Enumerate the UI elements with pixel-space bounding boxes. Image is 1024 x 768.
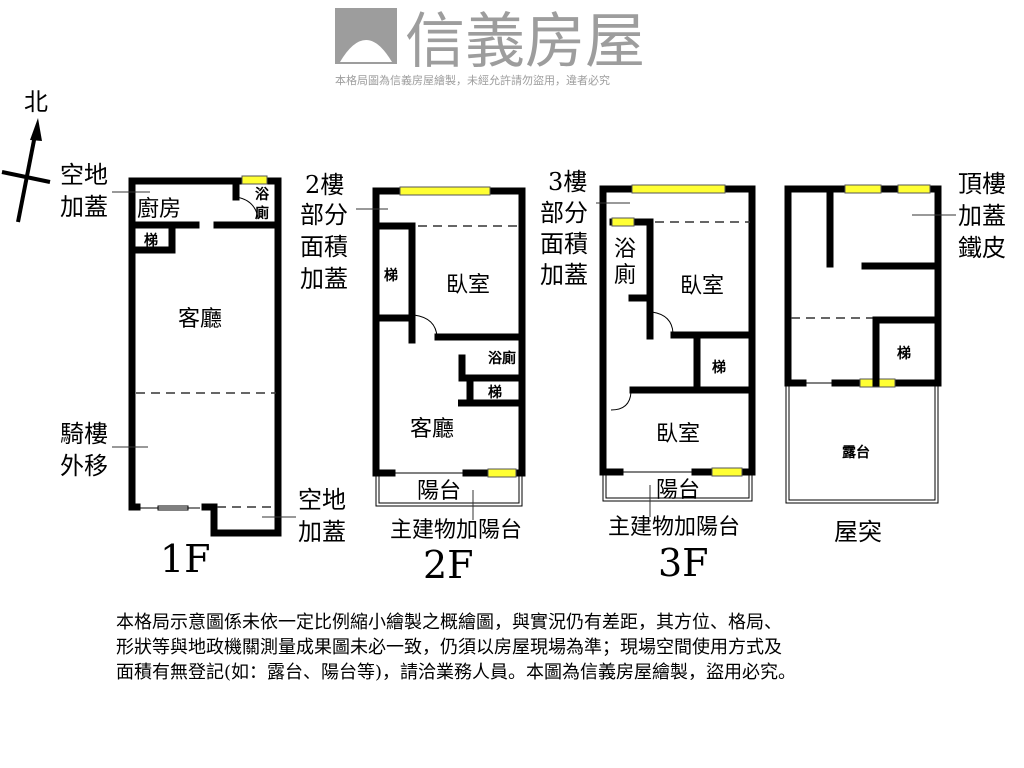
watermark: 信義房屋 本格局圖為信義房屋繪製，未經允許請勿盜用，違者必究 [335,7,645,87]
label-roof-note: 頂樓 [958,170,1006,198]
room-bedroom: 臥室 [656,422,700,447]
label-yard-bottom: 空地 [298,486,346,514]
room-living: 客廳 [178,307,222,332]
window [897,184,931,194]
north-arrow-icon [1,118,51,223]
label-arcade: 外移 [60,452,108,480]
label-2f-note: 部分 [300,201,348,229]
label-3f-note: 面積 [540,230,588,258]
label-3f-note: 部分 [540,199,588,227]
floor-title-roof: 屋突 [834,518,882,546]
label-2f-note: 2樓 [305,171,344,199]
room-bath: 浴 [614,237,636,262]
label-2f-note: 加蓋 [300,265,348,293]
window [631,184,726,194]
window [399,186,491,196]
room-bath: 浴廁 [488,350,516,367]
window [611,217,635,227]
window [487,468,517,478]
floor-2f [356,186,526,520]
room-stair: 梯 [897,345,911,362]
room-terrace: 露台 [842,444,870,461]
floor-title-2f: 2F [423,543,474,587]
room-kitchen: 廚房 [137,197,181,222]
label-balcony-note: 主建物加陽台 [390,518,522,543]
room-balcony: 陽台 [417,479,461,504]
watermark-brand: 信義房屋 [405,7,645,77]
watermark-notice: 本格局圖為信義房屋繪製，未經允許請勿盜用，違者必究 [335,73,610,87]
disclaimer-line: 形狀等與地政機關測量成果圖未必一致，仍須以房屋現場為準；現場空間使用方式及 [116,637,782,658]
floor-3f [596,184,756,517]
floor-1f [112,175,296,537]
window [241,175,268,185]
floor-title-3f: 3F [658,541,709,585]
room-stair: 梯 [384,267,398,284]
room-bath: 廁 [255,205,269,222]
room-bedroom: 臥室 [446,273,490,298]
label-arcade: 騎樓 [60,420,108,448]
room-balcony: 陽台 [656,478,700,503]
room-living: 客廳 [410,417,454,442]
room-bath: 廁 [614,263,636,288]
room-bedroom: 臥室 [680,274,724,299]
label-yard-bottom: 加蓋 [298,518,346,546]
disclaimer-line: 面積有無登記(如：露台、陽台等)，請洽業務人員。本圖為信義房屋繪製，盜用必究。 [116,662,797,683]
label-balcony-note: 主建物加陽台 [608,515,740,540]
room-stair: 梯 [712,359,726,376]
window [711,467,743,477]
room-bath: 浴 [255,186,270,203]
disclaimer-line: 本格局示意圖係未依一定比例縮小繪製之概繪圖，與實況仍有差距，其方位、格局、 [116,612,782,633]
label-3f-note: 加蓋 [540,261,588,289]
room-stair: 梯 [488,384,502,401]
label-2f-note: 面積 [300,233,348,261]
label-roof-note: 加蓋 [958,202,1006,230]
floor-title-1f: 1F [160,537,211,581]
room-stair: 梯 [144,232,158,249]
north-label: 北 [24,88,48,116]
label-3f-note: 3樓 [548,168,587,196]
label-roof-note: 鐵皮 [958,234,1006,262]
window [844,184,882,194]
label-yard-top: 加蓋 [60,193,108,221]
label-yard-top: 空地 [60,161,108,189]
floor-roof [784,184,956,504]
